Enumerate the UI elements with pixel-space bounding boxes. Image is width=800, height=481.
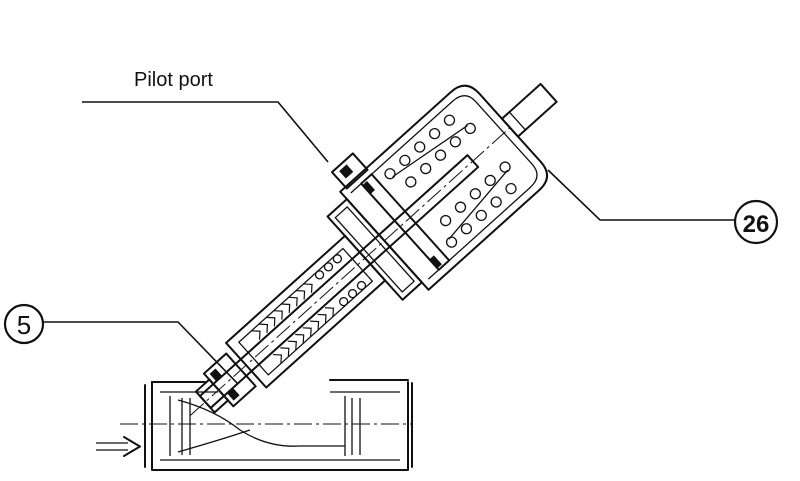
pilot-port-label: Pilot port	[134, 69, 213, 91]
callout-26: 26	[547, 169, 779, 245]
flow-arrow-icon	[96, 436, 141, 457]
callout-26-number: 26	[743, 211, 770, 238]
pilot-port-callout: Pilot port	[82, 69, 329, 163]
callout-5-number: 5	[17, 310, 31, 340]
valve-body	[144, 379, 413, 471]
actuator-assembly	[190, 82, 558, 416]
callout-5: 5	[3, 303, 239, 385]
